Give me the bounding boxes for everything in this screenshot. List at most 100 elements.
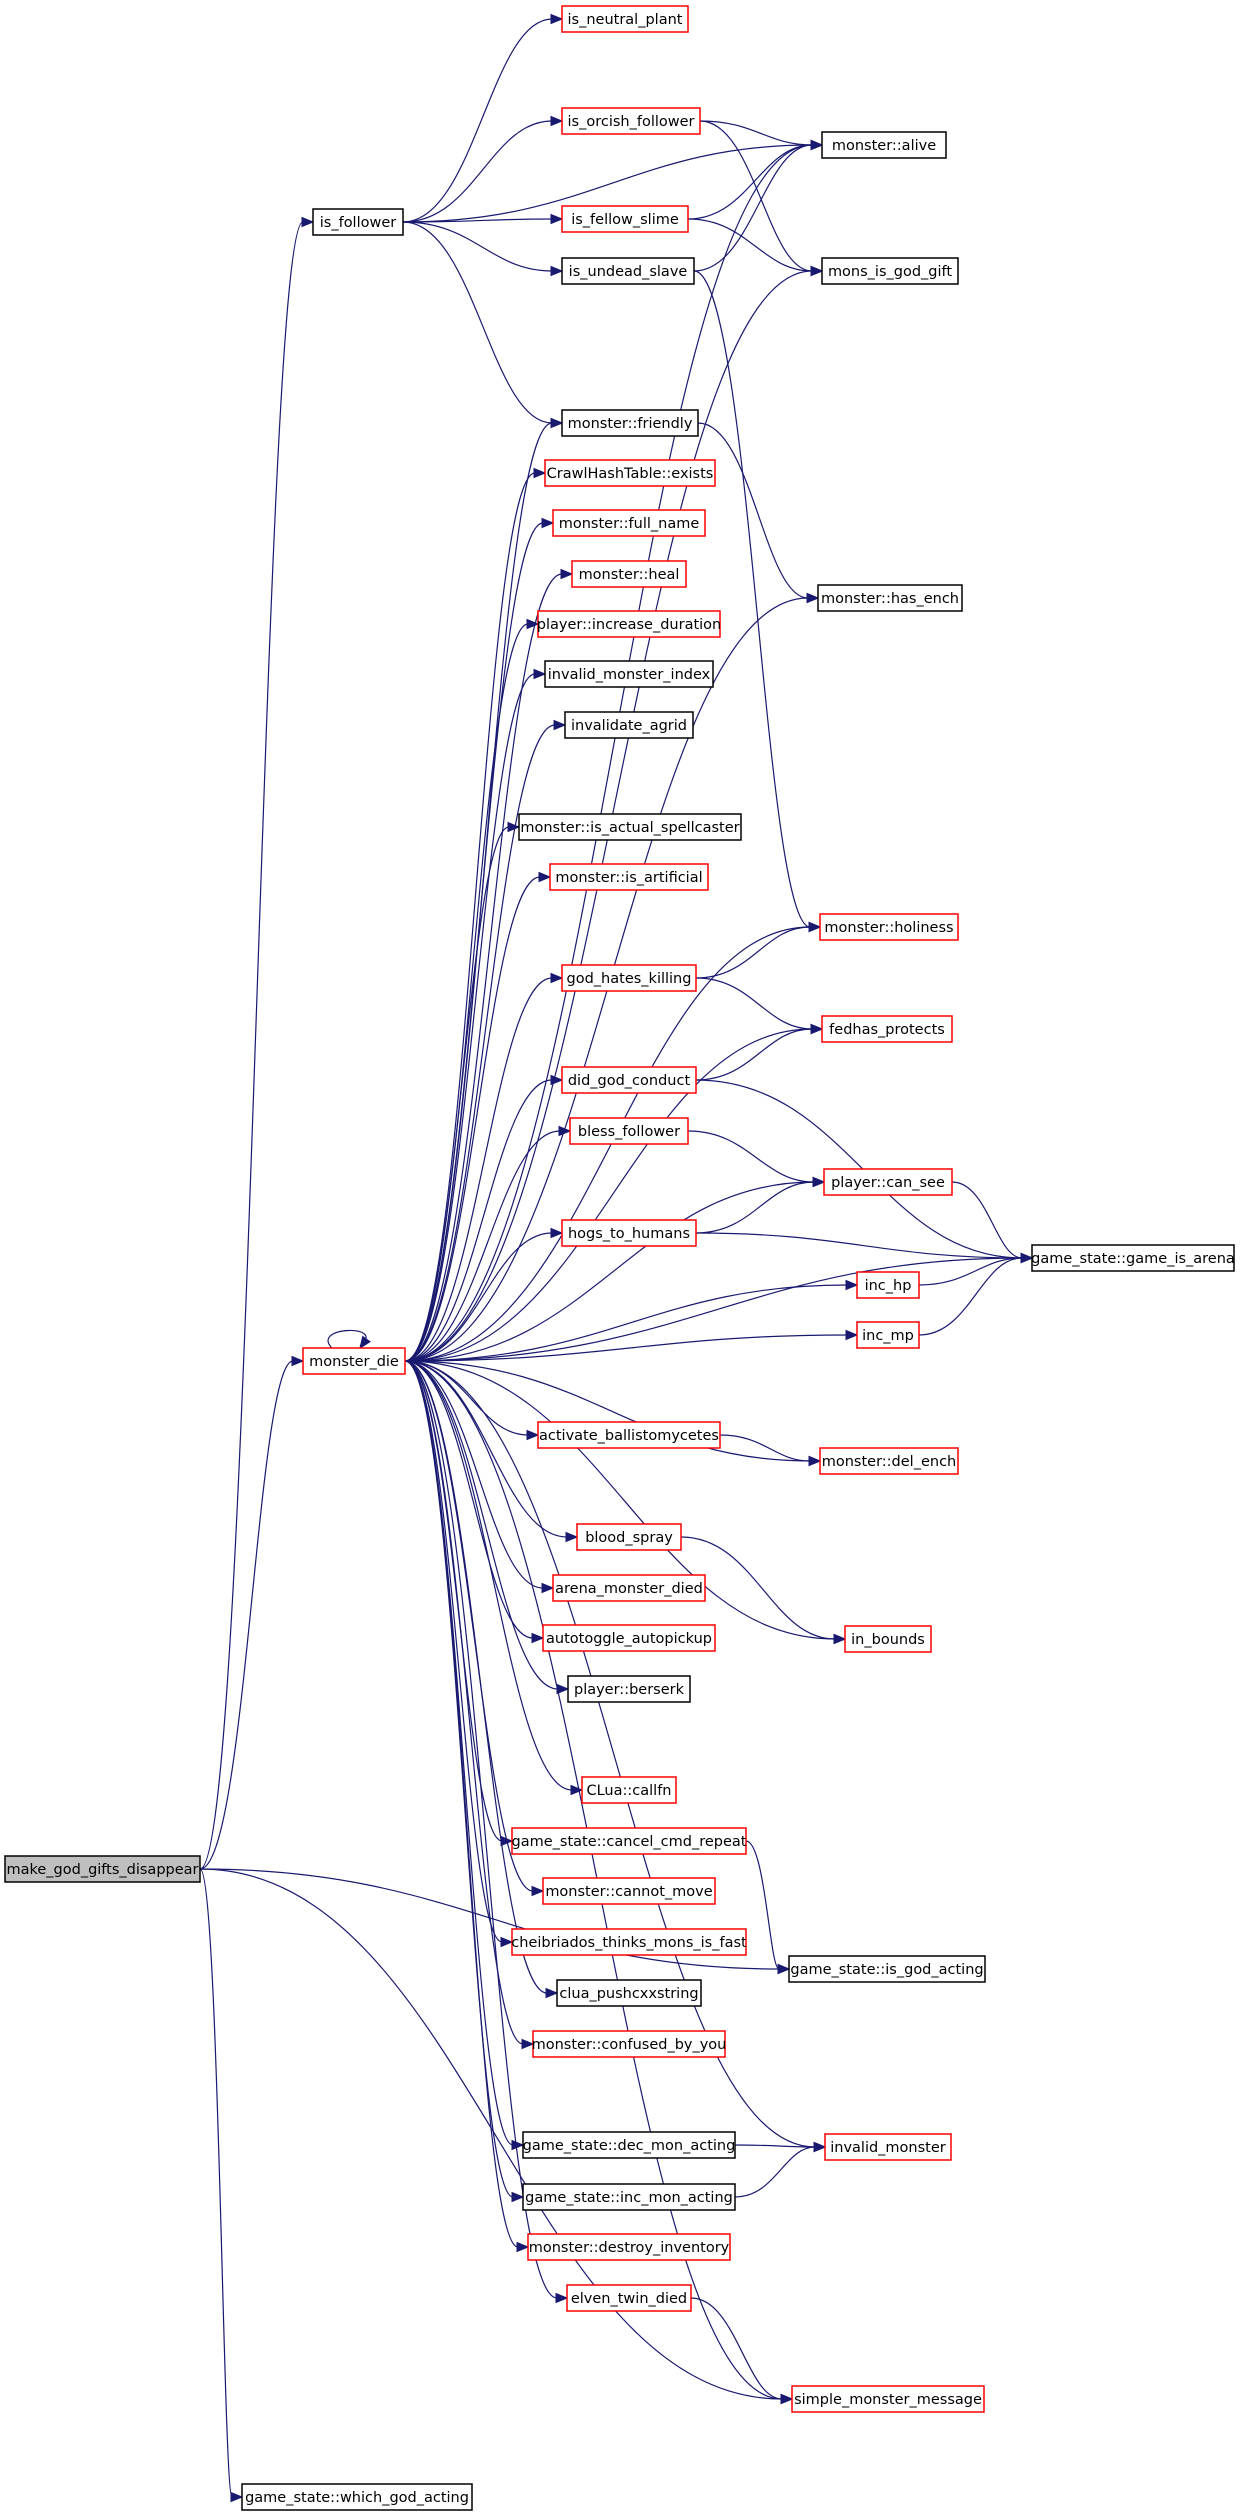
edge-line [404,1360,811,1462]
edge-line [719,1434,811,1462]
edge-arrowhead [550,13,564,25]
node-is-neutral-plant[interactable]: is_neutral_plant [561,5,689,33]
node-game-state-which-god-acting[interactable]: game_state::which_god_acting [241,2483,473,2511]
edge-line [404,422,553,1362]
node-label: activate_ballistomycetes [539,1428,719,1444]
node-arena-monster-died[interactable]: arena_monster_died [552,1574,706,1602]
node-clua-callfn[interactable]: CLua::callfn [581,1776,677,1804]
node-player-increase-duration[interactable]: player::increase_duration [537,610,721,638]
node-game-state-inc-mon-acting[interactable]: game_state::inc_mon_acting [522,2183,736,2211]
node-label: bless_follower [578,1124,680,1140]
node-box [542,1624,716,1652]
node-monster-die[interactable]: monster_die [302,1347,406,1375]
node-player-berserk[interactable]: player::berserk [567,1675,691,1703]
node-game-state-is-god-acting[interactable]: game_state::is_god_acting [788,1955,986,1983]
node-fedhas-protects[interactable]: fedhas_protects [821,1015,953,1043]
edge-line [699,120,813,272]
node-blood-spray[interactable]: blood_spray [576,1523,682,1551]
edge-arrowhead [845,1279,859,1291]
node-invalidate-agrid[interactable]: invalidate_agrid [564,711,694,739]
node-monster-confused-by-you[interactable]: monster::confused_by_you [532,2030,727,2058]
node-monster-friendly[interactable]: monster::friendly [561,409,699,437]
node-god-hates-killing[interactable]: god_hates_killing [561,964,697,992]
edge-line [404,1360,559,1690]
edge-arrowhead [560,568,574,580]
edge-arrowhead [555,2292,569,2304]
edge-arrowhead [541,517,555,529]
node-monster-alive[interactable]: monster::alive [821,131,947,159]
edge-monster-die-to-player-can-see [404,1176,826,1362]
node-bless-follower[interactable]: bless_follower [569,1117,689,1145]
node-mons-is-god-gift[interactable]: mons_is_god_gift [821,257,959,285]
node-monster-del-ench[interactable]: monster::del_ench [819,1447,959,1475]
node-is-follower[interactable]: is_follower [312,208,404,236]
node-box [4,1855,201,1883]
node-game-state-cancel-cmd-repeat[interactable]: game_state::cancel_cmd_repeat [511,1827,747,1855]
edge-arrowhead [833,1633,847,1645]
edge-line [402,221,553,424]
node-monster-is-actual-spellcaster[interactable]: monster::is_actual_spellcaster [518,813,742,841]
node-invalid-monster[interactable]: invalid_monster [824,2133,952,2161]
node-invalid-monster-index[interactable]: invalid_monster_index [544,660,714,688]
node-player-can-see[interactable]: player::can_see [823,1168,953,1196]
node-monster-holiness[interactable]: monster::holiness [819,913,959,941]
edge-arrowhead [780,2393,794,2405]
node-monster-is-artificial[interactable]: monster::is_artificial [549,863,709,891]
node-box [844,1625,932,1653]
edge-hogs-to-humans-to-game-state-game-is-arena [695,1232,1034,1264]
edge-line [404,1130,561,1362]
edge-monster-friendly-to-monster-has-ench [697,422,820,604]
node-is-undead-slave[interactable]: is_undead_slave [561,257,695,285]
node-box [511,1827,747,1855]
node-simple-monster-message[interactable]: simple_monster_message [791,2385,985,2413]
node-label: monster::friendly [568,416,693,432]
edge-arrowhead [810,1023,824,1035]
node-elven-twin-died[interactable]: elven_twin_died [566,2284,692,2312]
node-label: cheibriados_thinks_mons_is_fast [511,1935,747,1951]
node-activate-ballistomycetes[interactable]: activate_ballistomycetes [537,1421,721,1449]
node-autotoggle-autopickup[interactable]: autotoggle_autopickup [542,1624,716,1652]
node-label: monster::alive [832,138,936,154]
node-label: blood_spray [585,1530,673,1546]
node-is-fellow-slime[interactable]: is_fellow_slime [561,205,689,233]
node-inc-hp[interactable]: inc_hp [856,1271,920,1299]
node-crawlhashtable-exists[interactable]: CrawlHashTable::exists [544,459,716,487]
node-label: mons_is_god_gift [828,264,952,280]
edge-arrowhead [533,467,547,479]
edge-line [404,1360,568,1538]
node-game-state-dec-mon-acting[interactable]: game_state::dec_mon_acting [522,2131,736,2159]
node-label: player::can_see [831,1175,945,1191]
node-monster-destroy-inventory[interactable]: monster::destroy_inventory [527,2233,731,2261]
node-did-god-conduct[interactable]: did_god_conduct [561,1066,697,1094]
node-box [571,560,687,588]
node-game-state-game-is-arena[interactable]: game_state::game_is_arena [1031,1244,1235,1272]
edge-line [404,1360,548,1994]
node-label: is_orcish_follower [568,114,695,130]
node-in-bounds[interactable]: in_bounds [844,1625,932,1653]
edge-monster-die-to-in-bounds [404,1360,847,1645]
node-monster-full-name[interactable]: monster::full_name [552,509,706,537]
node-inc-mp[interactable]: inc_mp [856,1321,920,1349]
edge-line [404,1284,848,1362]
edge-arrowhead [541,1582,555,1594]
node-box [542,1877,716,1905]
edge-arrowhead [521,2038,535,2050]
edge-game-state-cancel-cmd-repeat-to-game-state-is-god-acting [745,1840,791,1975]
edge-line [402,144,813,223]
node-cheibriados-thinks-mons-is-fast[interactable]: cheibriados_thinks_mons_is_fast [511,1928,747,1956]
edge-arrowhead [291,1355,305,1367]
node-clua-pushcxxstring[interactable]: clua_pushcxxstring [556,1979,702,2007]
edge-line [404,1360,503,1943]
node-label: god_hates_killing [567,971,692,987]
edge-arrowhead [570,1784,584,1796]
node-label: invalidate_agrid [571,718,687,734]
node-is-orcish-follower[interactable]: is_orcish_follower [561,107,701,135]
node-label: monster::cannot_move [545,1884,712,1900]
node-monster-cannot-move[interactable]: monster::cannot_move [542,1877,716,1905]
node-monster-heal[interactable]: monster::heal [571,560,687,588]
node-box [537,1421,721,1449]
node-make-god-gifts-disappear[interactable]: make_god_gifts_disappear [4,1855,201,1883]
node-hogs-to-humans[interactable]: hogs_to_humans [561,1219,697,1247]
node-monster-has-ench[interactable]: monster::has_ench [817,584,963,612]
edge-monster-die-to-invalid-monster-index [404,668,547,1362]
